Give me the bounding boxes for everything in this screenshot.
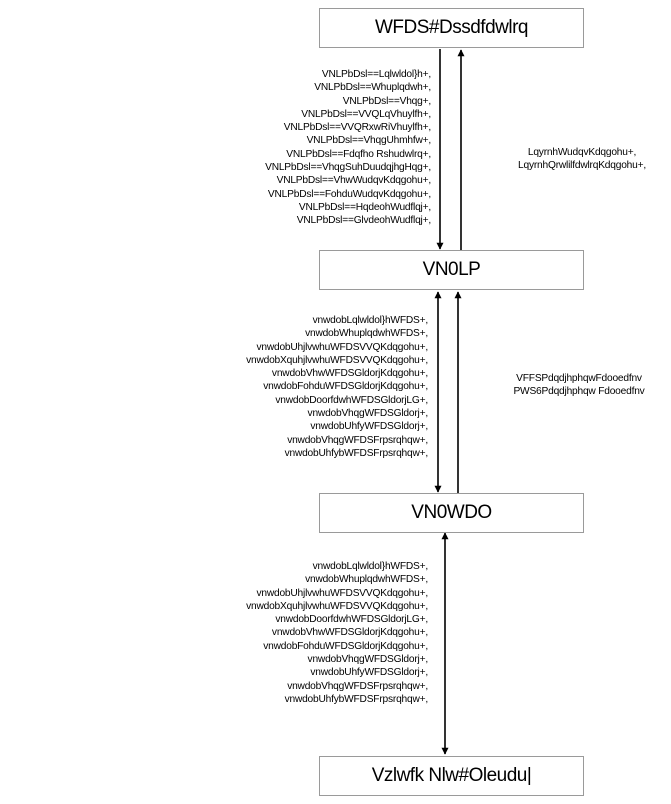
api-call-label: vnwdobUhfyWFDSGldorj+, — [310, 667, 428, 679]
api-call-label: vnwdobXquhjlvwhuWFDSVVQKdqgohu+, — [246, 600, 428, 612]
api-call-label: vnwdobVhqgWFDSGldorj+, — [307, 408, 429, 420]
api-call-label: VNLPbDsl==VhwWudqvKdqgohu+, — [276, 175, 432, 187]
api-call-label: VNLPbDsl==HqdeohWudflqj+, — [298, 201, 431, 213]
api-call-label: VNLPbDsl==Lqlwldol}h+, — [321, 69, 431, 80]
api-call-label: vnwdobLqlwldol}hWFDS+, — [312, 561, 429, 572]
api-call-label: vnwdobUhjlvwhuWFDSVVQKdqgohu+, — [256, 341, 428, 353]
api-call-label: VNLPbDsl==Vhqg+, — [342, 95, 431, 107]
api-call-label: vnwdobDoorfdwhWFDSGldorjLG+, — [275, 394, 428, 406]
api-call-label: vnwdobWhuplqdwhWFDS+, — [305, 328, 428, 340]
api-call-label: VNLPbDsl==VVQRxwRiVhuylfh+, — [283, 122, 431, 134]
api-call-label: VNLPbDsl==VhqgUhmhfw+, — [306, 135, 432, 147]
edge-labels-sktal-to-skim: VFFSPdqdjhphqwFdooedfnv PWS6Pdqdjhphqw F… — [487, 372, 671, 399]
api-call-label: VNLPbDsl==FohduWudqvKdqgohu+, — [267, 188, 431, 200]
api-call-label: vnwdobVhqgWFDSGldorj+, — [307, 654, 429, 666]
edge-labels-top-to-skim: VNLPbDsl==Lqlwldol}h+, VNLPbDsl==Whuplqd… — [265, 68, 431, 228]
node-switch-kit-library: Vzlwfk Nlw#Oleudu| — [319, 756, 584, 796]
api-call-label: VNLPbDsl==Fdqfho Rshudwlrq+, — [286, 148, 431, 160]
api-call-label: vnwdobFohduWFDSGldorjKdqgohu+, — [263, 640, 428, 652]
callback-label: PWS6Pdqdjhphqw Fdooedfnv — [513, 386, 645, 398]
node-skim: VN0LP — [319, 250, 584, 290]
api-call-label: vnwdobUhfyWFDSGldorj+, — [310, 421, 428, 433]
api-call-label: vnwdobWhuplqdwhWFDS+, — [305, 574, 428, 586]
api-call-label: vnwdobLqlwldol}hWFDS+, — [312, 315, 429, 326]
node-label: VN0WDO — [411, 502, 492, 523]
node-label: VN0LP — [422, 259, 481, 280]
api-call-label: vnwdobDoorfdwhWFDSGldorjLG+, — [275, 614, 428, 626]
api-call-label: VNLPbDsl==VVQLqVhuylfh+, — [301, 108, 431, 120]
api-call-label: vnwdobVhqgWFDSFrpsrqhqw+, — [287, 434, 428, 446]
api-call-label: VNLPbDsl==VhqgSuhDuudqjhgHqg+, — [265, 162, 431, 174]
node-label: Vzlwfk Nlw#Oleudu| — [371, 765, 532, 786]
callback-label: LqyrnhWudqvKdqgohu+, — [527, 147, 637, 158]
api-call-label: VNLPbDsl==GlvdeohWudflqj+, — [296, 215, 431, 227]
edge-labels-skim-to-sktal: vnwdobLqlwldol}hWFDS+, vnwdobWhuplqdwhWF… — [246, 314, 428, 460]
node-label: WFDS#Dssdfdwlrq — [375, 17, 528, 38]
api-call-label: vnwdobVhwWFDSGldorjKdqgohu+, — [271, 368, 428, 380]
api-call-label: vnwdobUhfybWFDSFrpsrqhqw+, — [284, 693, 429, 705]
node-sktal: VN0WDO — [319, 493, 584, 533]
callback-label: VFFSPdqdjhphqwFdooedfnv — [516, 373, 642, 384]
api-call-label: vnwdobVhwWFDSGldorjKdqgohu+, — [271, 627, 428, 639]
api-call-label: vnwdobVhqgWFDSFrpsrqhqw+, — [287, 680, 428, 692]
api-call-label: vnwdobUhfybWFDSFrpsrqhqw+, — [284, 447, 429, 459]
node-tcap-application: WFDS#Dssdfdwlrq — [319, 8, 584, 48]
api-call-label: VNLPbDsl==Whuplqdwh+, — [314, 82, 431, 94]
api-call-label: vnwdobUhjlvwhuWFDSVVQKdqgohu+, — [256, 587, 428, 599]
edge-labels-sktal-to-library: vnwdobLqlwldol}hWFDS+, vnwdobWhuplqdwhWF… — [246, 560, 428, 706]
api-call-label: vnwdobFohduWFDSGldorjKdqgohu+, — [263, 381, 428, 393]
callback-label: LqyrnhQrwlilfdwlrqKdqgohu+, — [518, 160, 646, 172]
edge-labels-skim-to-top: LqyrnhWudqvKdqgohu+, LqyrnhQrwlilfdwlrqK… — [497, 146, 667, 173]
api-call-label: vnwdobXquhjlvwhuWFDSVVQKdqgohu+, — [246, 354, 428, 366]
